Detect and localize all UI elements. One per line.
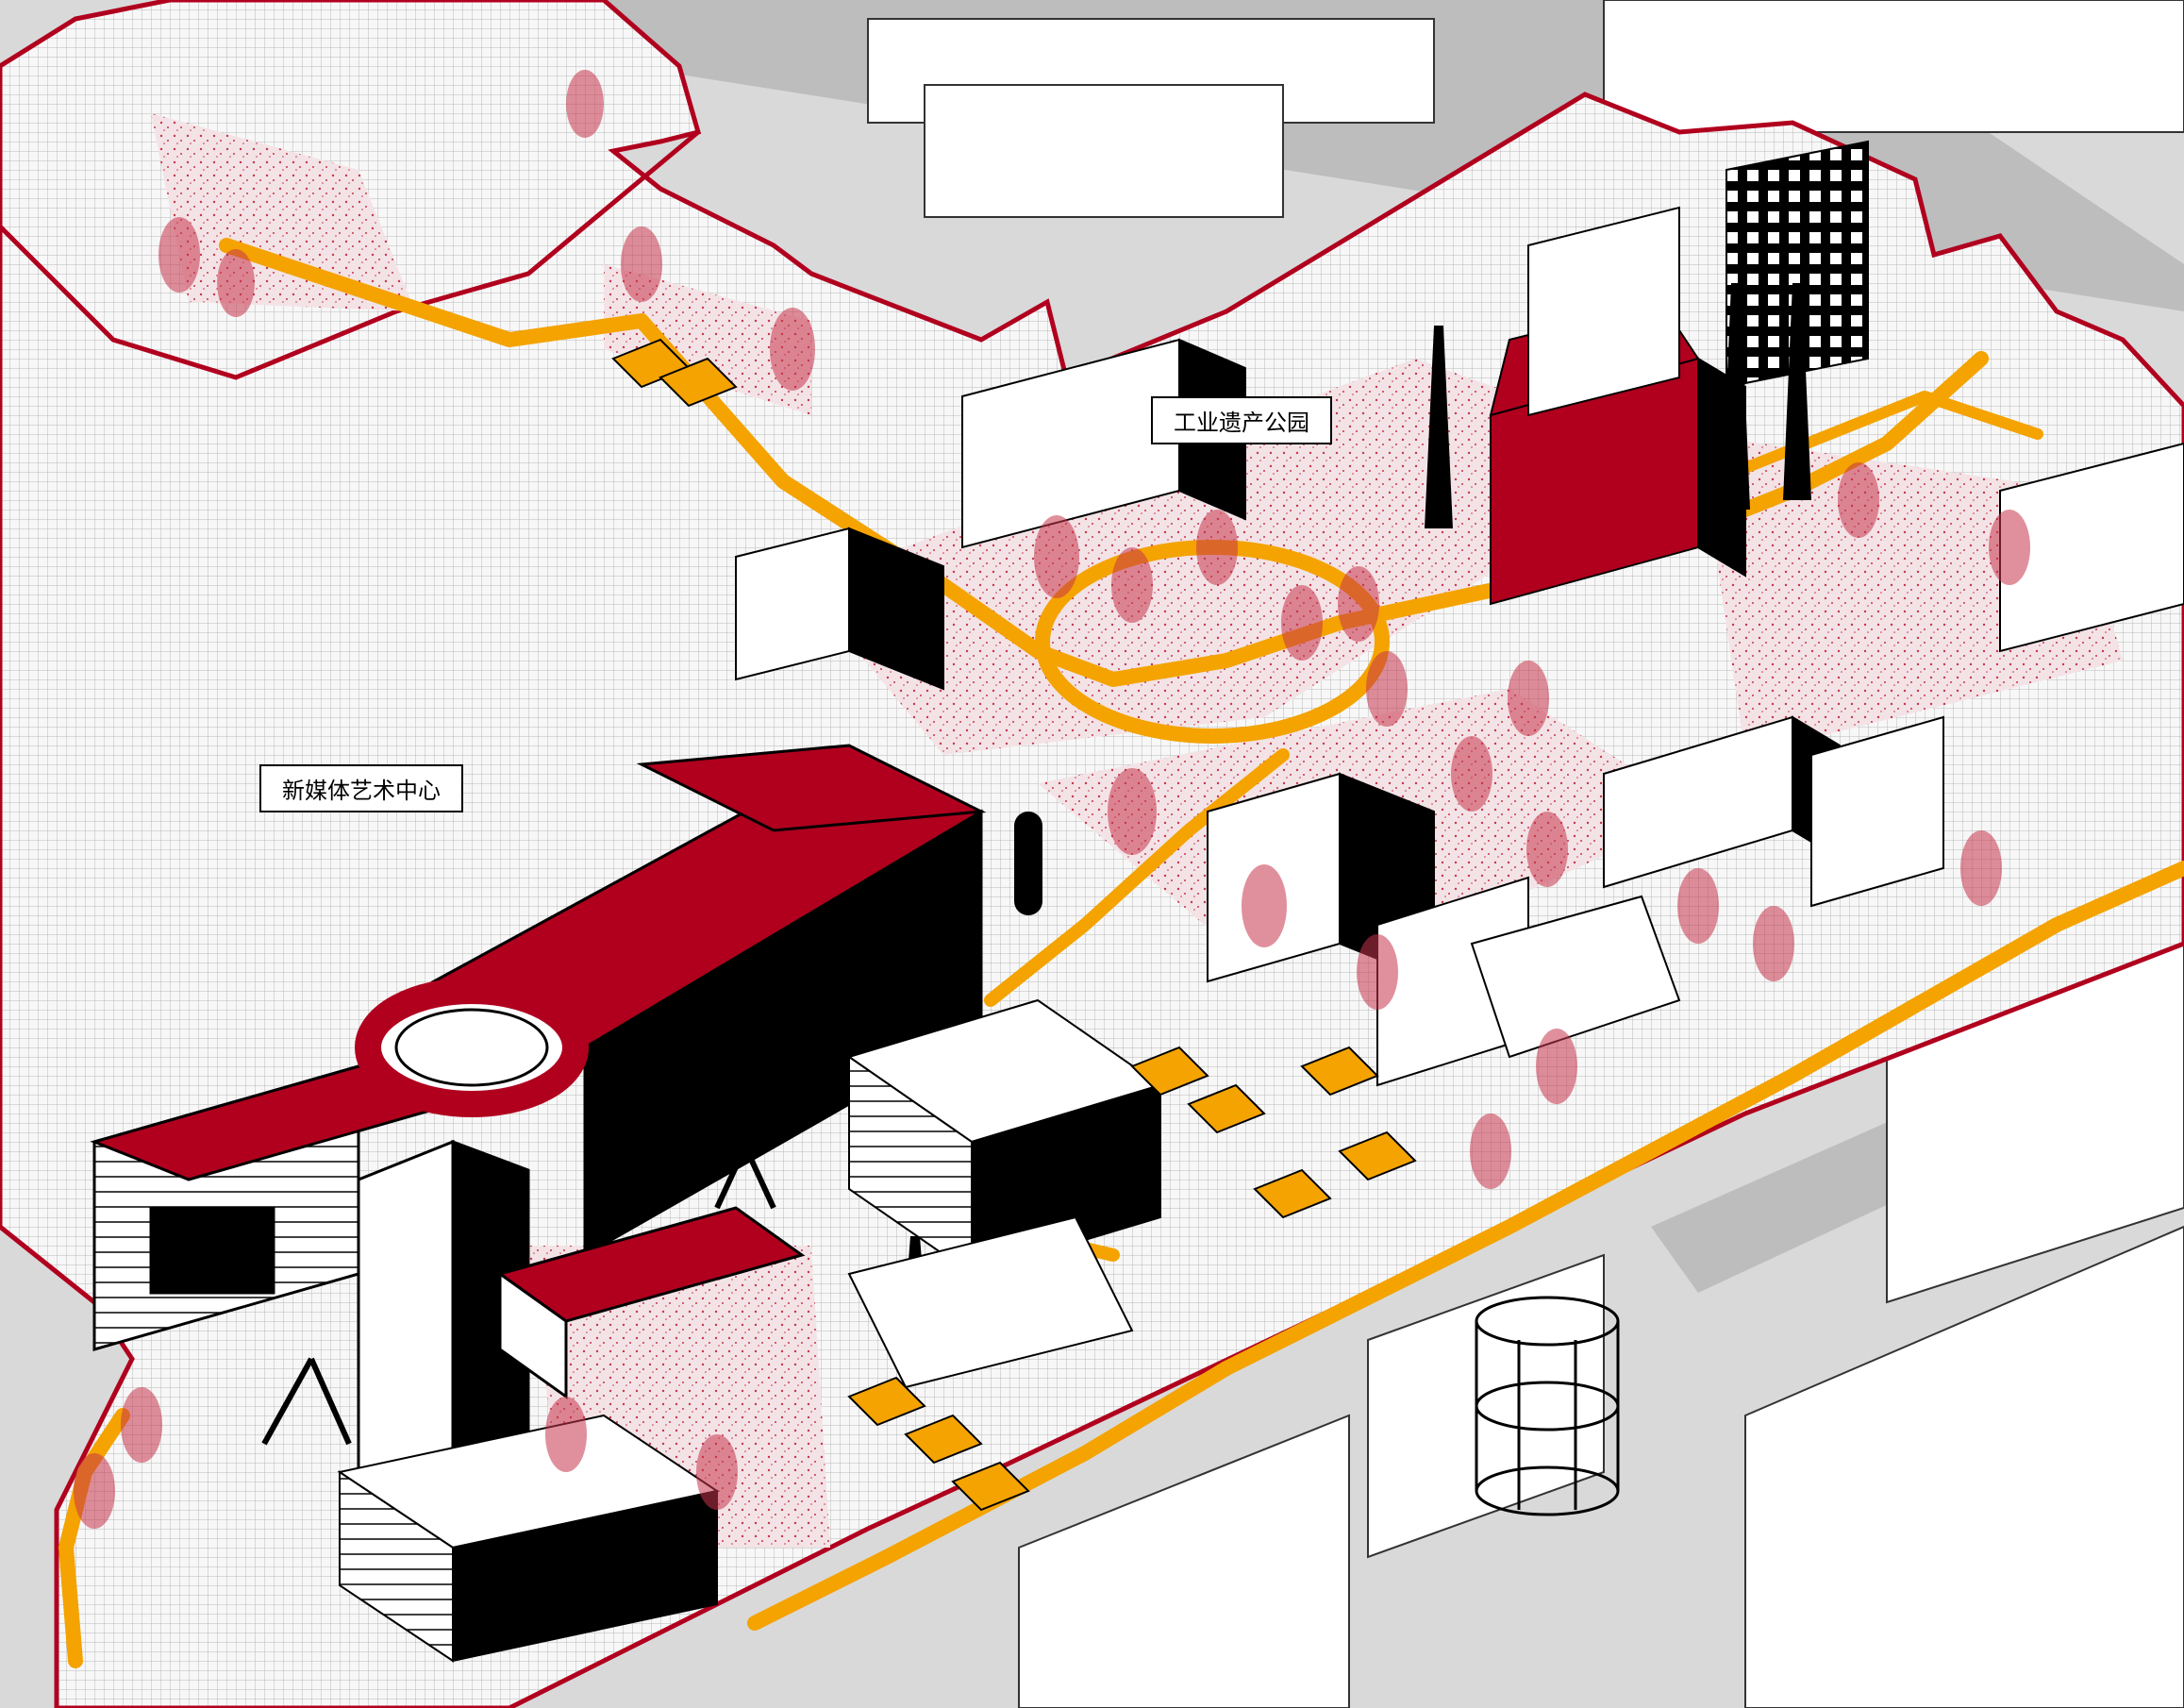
media-art-center xyxy=(90,744,987,1494)
label-new-media-art-center: 新媒体艺术中心 xyxy=(259,764,463,812)
orange-pavilions xyxy=(611,338,1417,1512)
park-buildings xyxy=(735,140,2184,1087)
gas-holder-frame xyxy=(1475,1296,1620,1516)
trees xyxy=(74,70,2030,1529)
label-industrial-heritage-park: 工业遗产公园 xyxy=(1151,396,1332,444)
central-blocks xyxy=(337,998,1163,1663)
